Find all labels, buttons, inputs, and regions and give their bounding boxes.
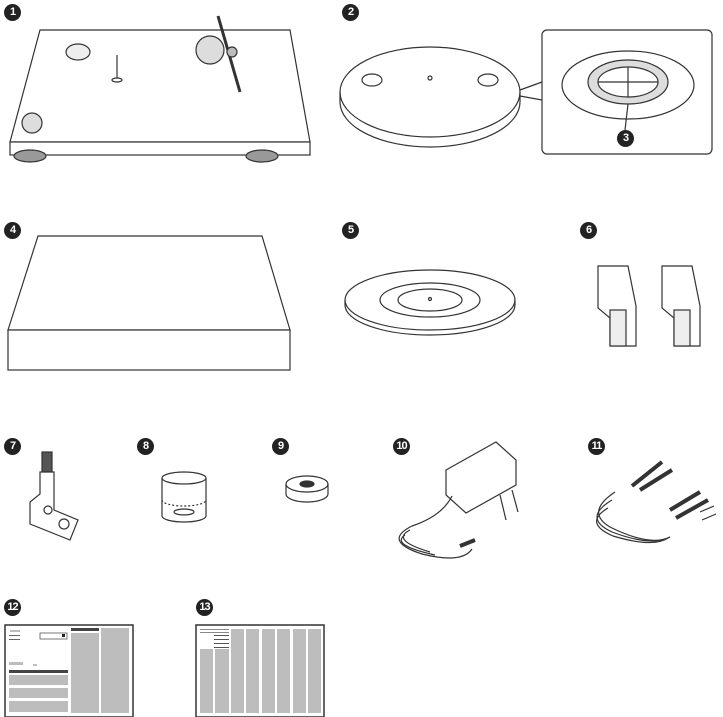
item-number-badge: 13 [196, 599, 213, 616]
item-number-badge: 1 [4, 4, 21, 21]
turntable-icon [9, 15, 311, 163]
item-number-badge: 6 [580, 222, 597, 239]
mat-icon [344, 269, 516, 336]
item-number-badge: 2 [342, 4, 359, 21]
item-number-badge: 12 [4, 599, 21, 616]
counterweight-icon [161, 471, 207, 523]
rca-cable-icon [596, 460, 717, 544]
hinges-icon [597, 265, 701, 347]
item-number-badge: 10 [393, 438, 410, 455]
item-number-badge: 3 [617, 130, 634, 147]
item-number-badge: 5 [342, 222, 359, 239]
ac-adapter-icon [398, 441, 519, 559]
item-number-badge: 9 [272, 438, 289, 455]
item-number-badge: 11 [588, 438, 605, 455]
item-number-badge: 7 [4, 438, 21, 455]
item-number-badge: 4 [4, 222, 21, 239]
quick-start-guide-icon [4, 624, 134, 717]
item-number-badge: 8 [137, 438, 154, 455]
dust-cover-icon [7, 235, 291, 371]
adapter-icon [285, 475, 329, 503]
headshell-icon [29, 451, 79, 541]
drive-belt-icon [561, 50, 695, 131]
manual-icon [195, 624, 325, 717]
